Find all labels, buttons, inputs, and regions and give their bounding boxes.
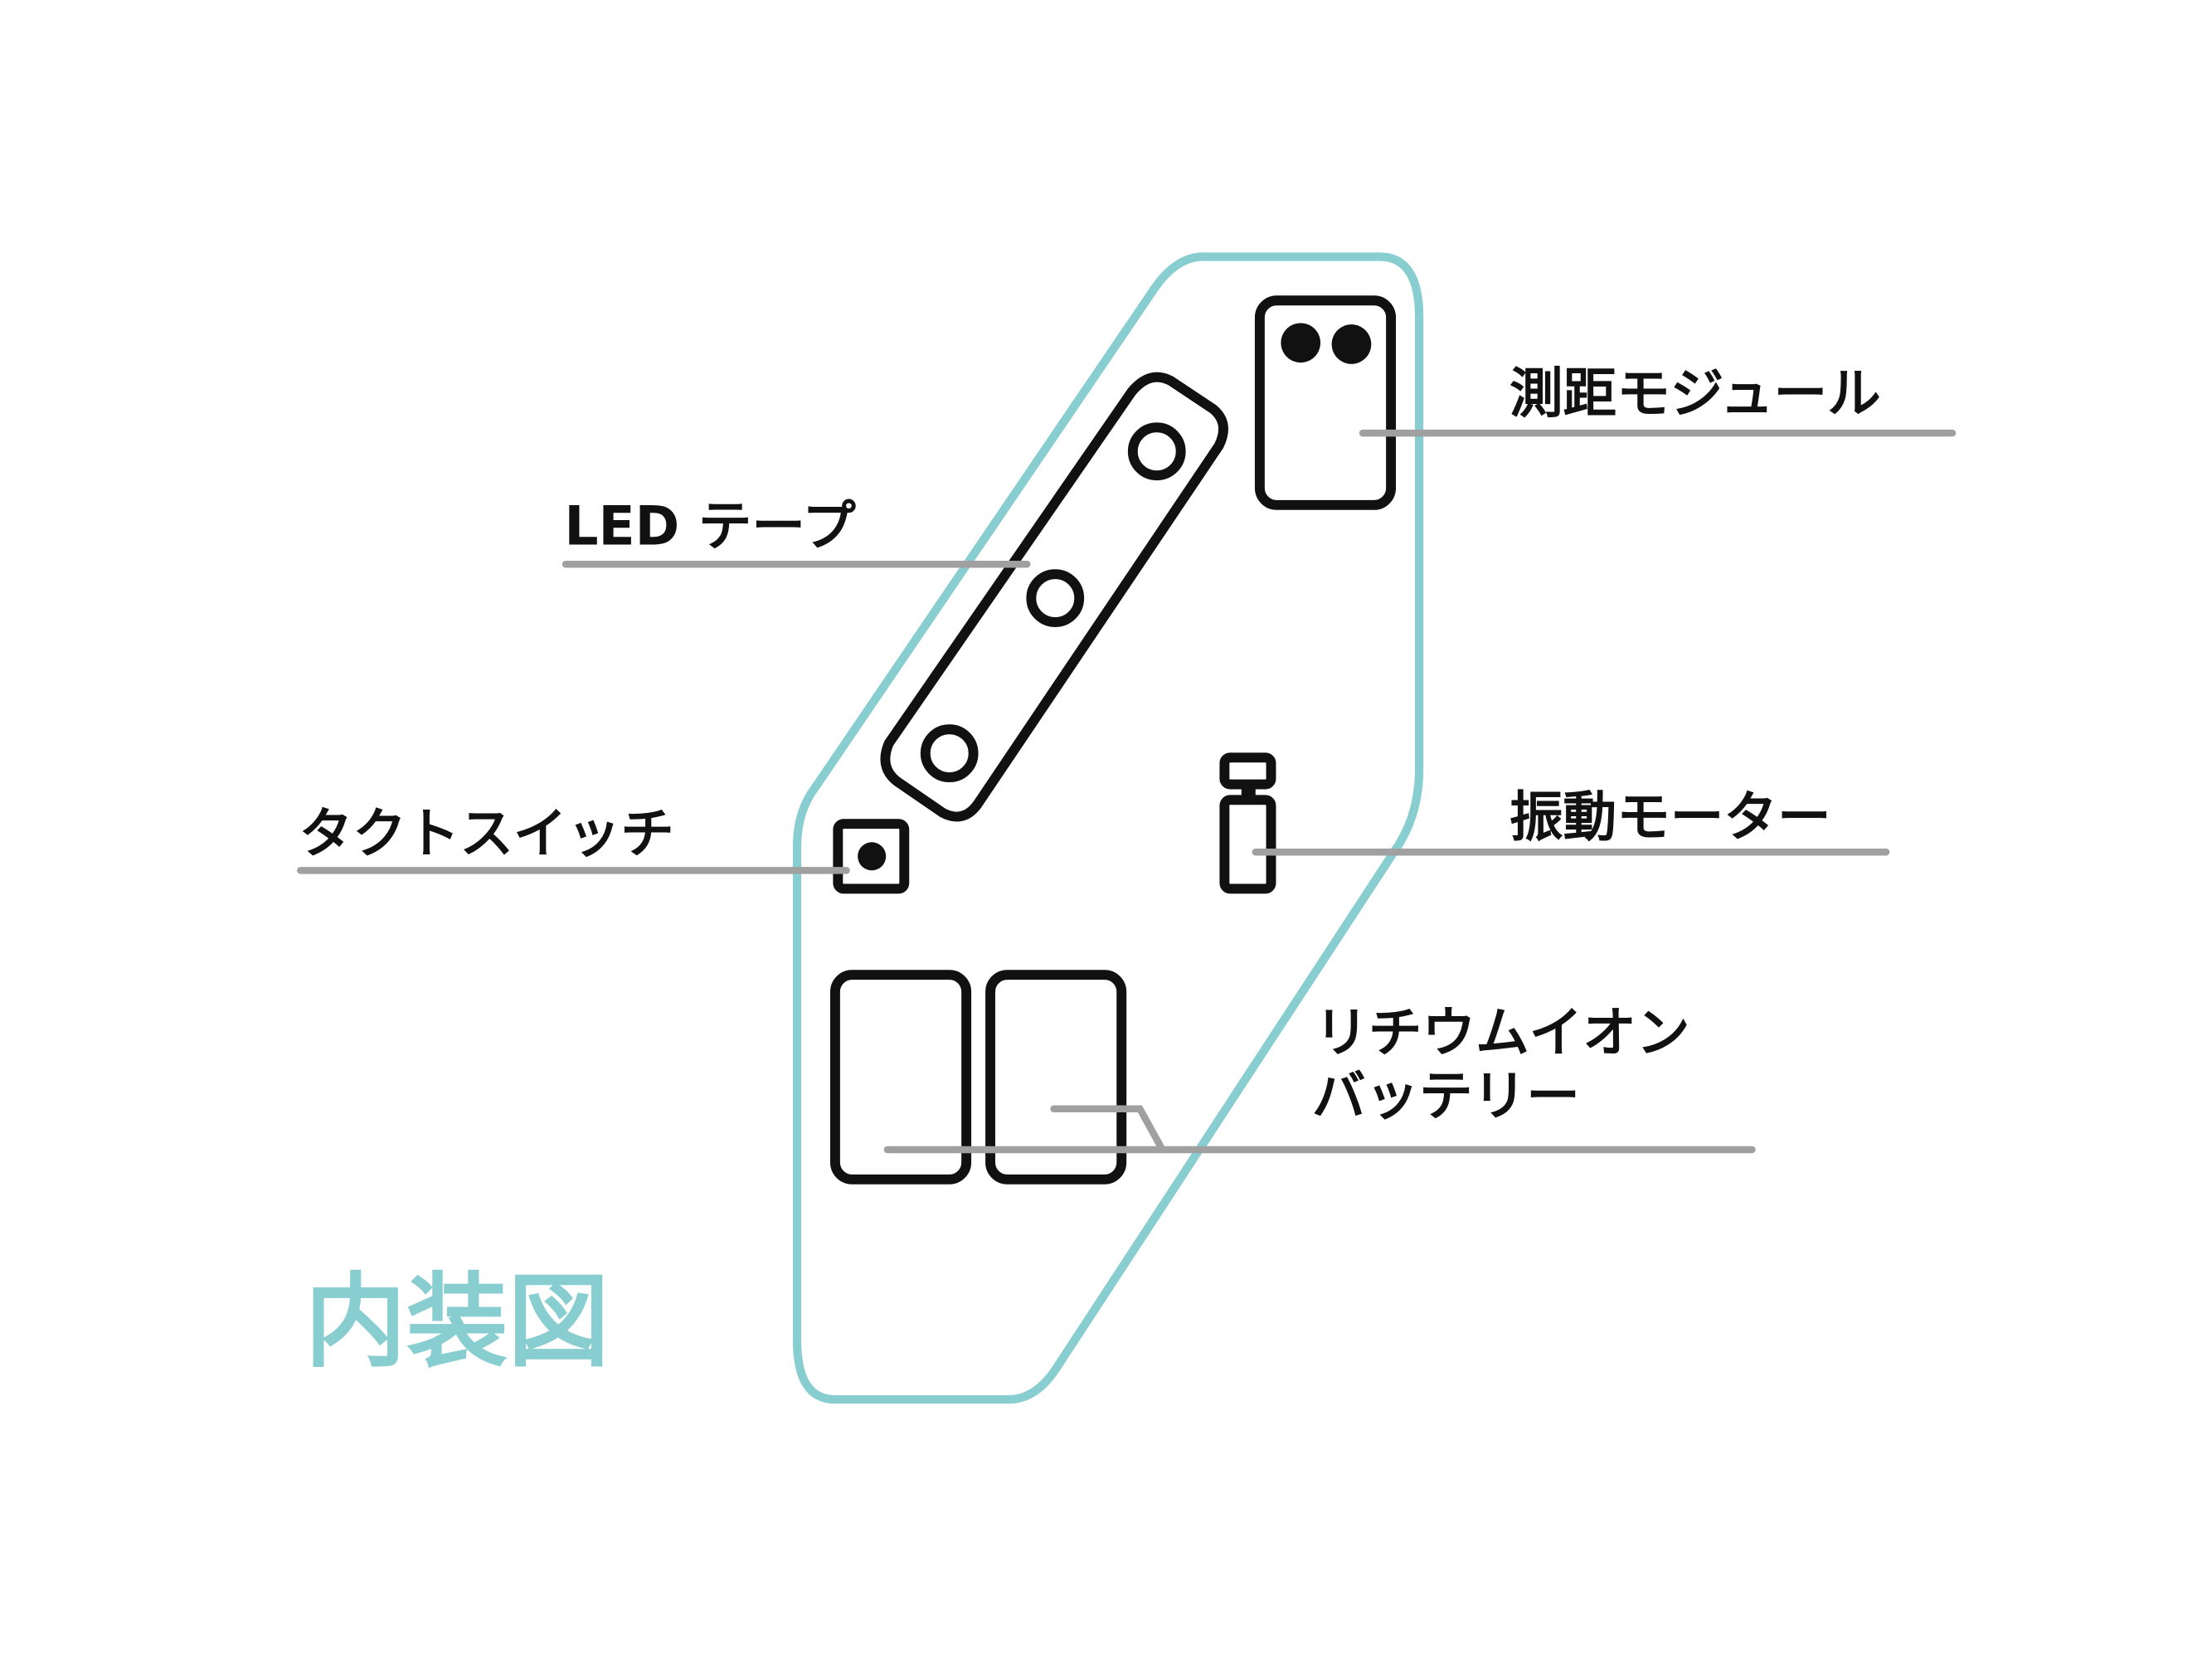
leader-battery-branch [1050, 1105, 1166, 1154]
diagram-title: 内装図 [304, 1262, 609, 1381]
device-outline [792, 252, 1424, 1404]
battery-cell-right [985, 970, 1127, 1185]
distance-module-part [1254, 295, 1397, 510]
tact-switch-part [833, 819, 910, 894]
label-battery-line2: バッテリー [1312, 1066, 1580, 1128]
battery-cell-left [829, 970, 972, 1185]
label-distance-module: 測距モジュール [1510, 363, 1881, 426]
vibration-motor-part [1219, 752, 1276, 894]
sensor-eye-left [1281, 323, 1321, 363]
label-vibration-motor: 振動モーター [1510, 786, 1831, 849]
led-tape-part [880, 372, 1228, 822]
label-battery-line1: リチウムイオン [1315, 1002, 1689, 1064]
label-tact-switch: タクトスイッチ [299, 803, 674, 865]
sensor-eye-right [1331, 324, 1372, 364]
label-led-tape: LED テープ [564, 495, 856, 557]
